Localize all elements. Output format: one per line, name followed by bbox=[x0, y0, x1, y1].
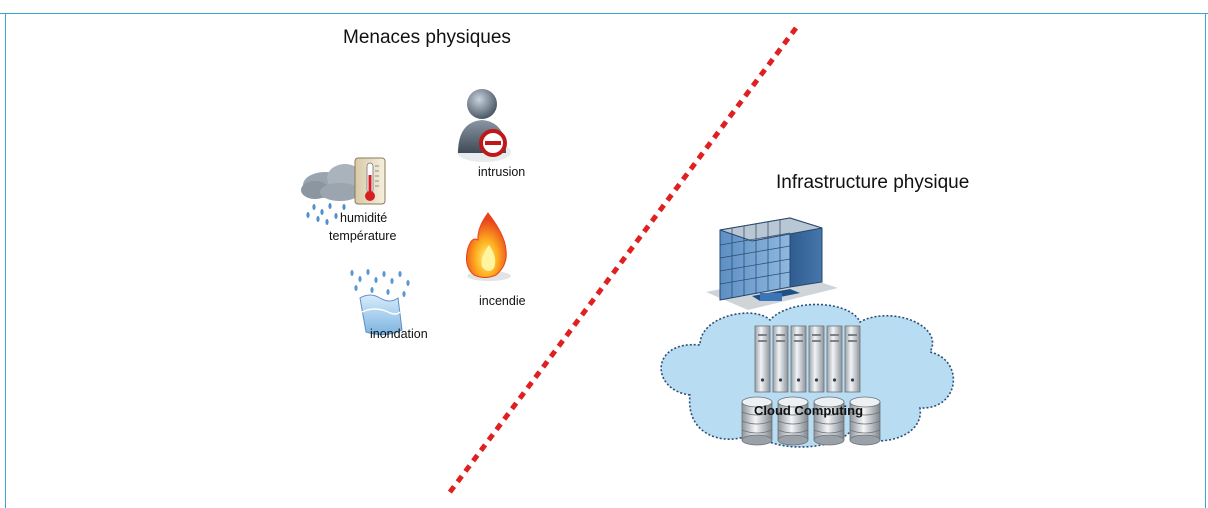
humidity-label: humidité bbox=[340, 211, 388, 225]
right-section-title: Infrastructure physique bbox=[776, 172, 970, 193]
cloud-computing-label: Cloud Computing bbox=[754, 403, 864, 418]
no-entry-icon bbox=[479, 129, 507, 157]
frame-right-border bbox=[1205, 13, 1206, 508]
database-icon bbox=[741, 396, 881, 446]
fire-icon bbox=[466, 212, 511, 281]
flood-icon bbox=[350, 269, 410, 336]
office-building-icon bbox=[706, 217, 838, 310]
intrusion-label: intrusion bbox=[478, 165, 526, 179]
flood-label: inondation bbox=[370, 327, 428, 341]
server-rack-icon bbox=[754, 325, 861, 393]
frame-left-border bbox=[5, 13, 6, 508]
left-section-title: Menaces physiques bbox=[343, 27, 511, 48]
fire-label: incendie bbox=[479, 294, 526, 308]
temperature-label: température bbox=[329, 229, 397, 243]
frame-top-border bbox=[0, 13, 1208, 14]
thermometer-icon bbox=[354, 157, 386, 205]
cloud-rain-icon bbox=[301, 164, 363, 225]
divider-line bbox=[444, 26, 799, 498]
